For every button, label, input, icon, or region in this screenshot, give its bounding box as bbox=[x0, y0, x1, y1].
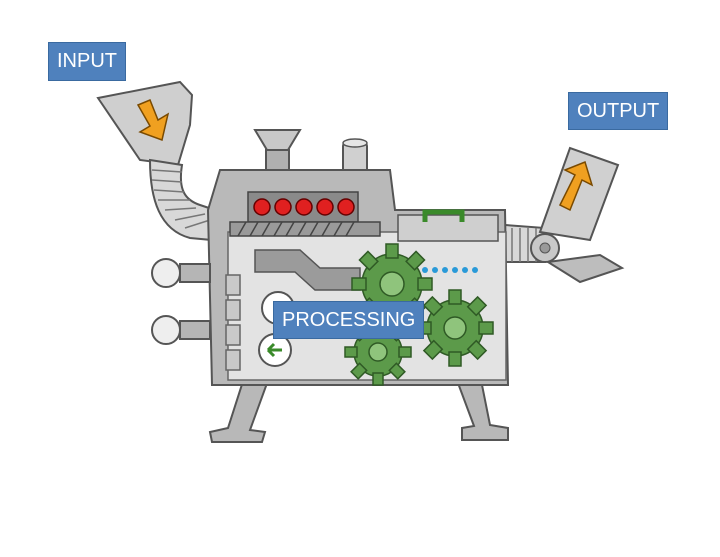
blue-dots bbox=[422, 267, 478, 273]
carry-handle bbox=[397, 209, 499, 242]
screw-conveyor bbox=[229, 221, 381, 237]
output-funnel bbox=[504, 146, 625, 284]
input-label: INPUT bbox=[48, 42, 126, 81]
input-funnel bbox=[96, 80, 217, 242]
output-label: OUTPUT bbox=[568, 92, 669, 130]
indicator-lights bbox=[253, 198, 355, 216]
machine-legs bbox=[208, 374, 509, 443]
arrow-down-right-icon bbox=[136, 99, 170, 141]
arrow-up-right-icon bbox=[558, 161, 594, 212]
top-fixtures bbox=[253, 129, 368, 175]
switch-panel bbox=[225, 274, 241, 371]
light-bulbs bbox=[151, 258, 211, 345]
processing-label: PROCESSING bbox=[273, 301, 425, 339]
